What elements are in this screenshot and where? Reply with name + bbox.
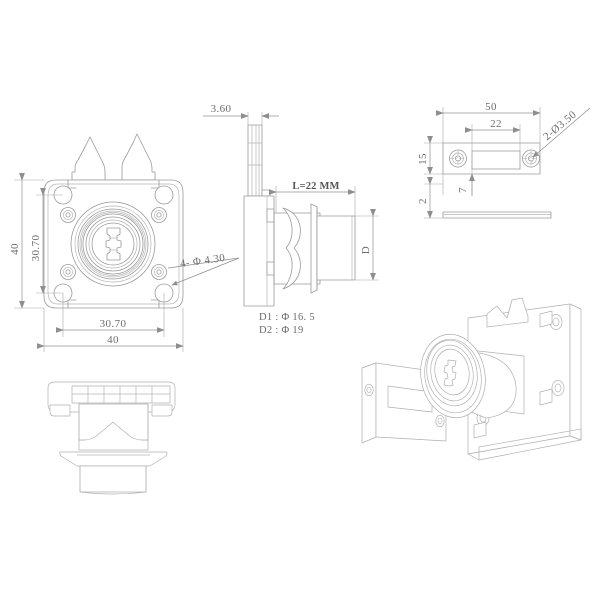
dim-slot-length: 22 — [490, 118, 502, 130]
callout-strike-plate-holes: 2-Ø3.50 — [541, 108, 579, 142]
front-view-dimensions: 40 30.70 30.70 40 4- Φ 4.30 — [9, 172, 240, 352]
iso-lock-cylinder — [420, 333, 525, 419]
screw-boss-top-right — [151, 207, 167, 223]
iso-assembly-view — [361, 297, 582, 461]
note-d2: D2 : Φ 19 — [259, 325, 304, 336]
strike-plate-view-group — [442, 142, 552, 219]
dim-front-height-holes: 30.70 — [30, 235, 42, 262]
cam-blade-stack — [247, 124, 271, 197]
keyway-slot — [105, 227, 122, 261]
dim-side-barrel-length: L=22 MM — [292, 181, 339, 192]
dim-side-cam-thickness: 3.60 — [211, 103, 232, 115]
strike-plate-slot — [471, 150, 521, 170]
dim-slot-offset: 7 — [457, 187, 469, 193]
dim-front-height-overall: 40 — [9, 243, 21, 255]
lock-cylinder-face — [70, 201, 156, 287]
dim-plate-length: 50 — [485, 101, 497, 113]
dim-front-width-holes: 30.70 — [100, 318, 127, 330]
strike-plate-edge-view — [442, 211, 552, 219]
dim-side-barrel-diameter: D — [360, 246, 372, 254]
callout-mounting-holes: 4- Φ 4.30 — [179, 252, 226, 270]
mounting-hole-top-right — [154, 185, 174, 205]
front-view-group — [43, 133, 184, 309]
iso-lock-cam-view — [47, 381, 176, 495]
screw-boss-bottom-left — [60, 264, 76, 280]
dim-plate-height: 15 — [417, 153, 429, 165]
side-view-dimensions: 3.60 L=22 MM D D1 : Φ 16. 5 D2 : Φ 19 — [203, 103, 379, 336]
barrel-nose-profile — [273, 203, 356, 294]
dim-front-width-overall: 40 — [107, 334, 119, 346]
dim-plate-thickness: 2 — [417, 198, 429, 204]
latch-cam-prongs — [71, 133, 156, 187]
screw-boss-bottom-right — [151, 264, 167, 280]
screw-boss-top-left — [60, 207, 76, 223]
lock-body-side — [243, 195, 275, 307]
side-view-group — [243, 124, 356, 307]
note-d1: D1 : Φ 16. 5 — [259, 312, 315, 323]
